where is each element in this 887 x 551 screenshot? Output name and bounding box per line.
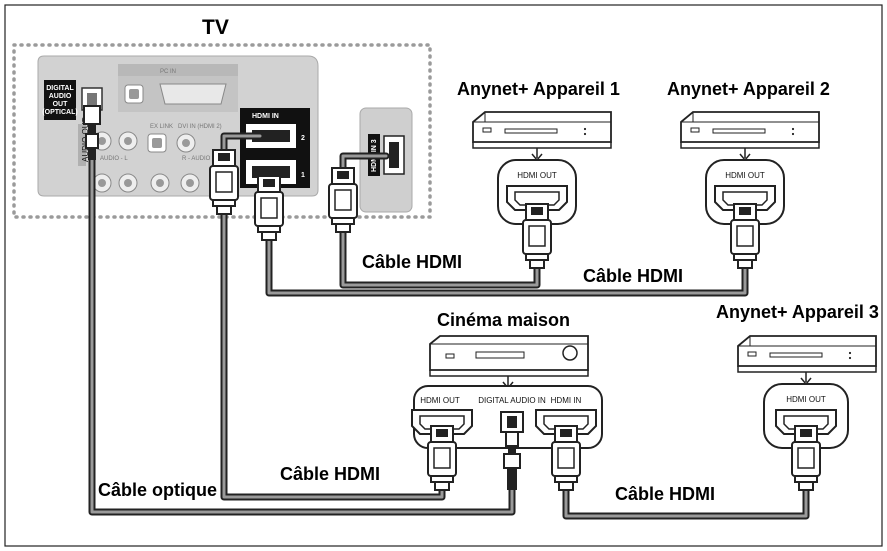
device-2-port-label: HDMI OUT <box>725 171 765 180</box>
ex-link-label: EX LINK <box>150 124 173 130</box>
audio-r-label: R - AUDIO <box>182 156 211 162</box>
ht-hdmi-out-label: HDMI OUT <box>420 396 460 405</box>
digital-audio-out-line2: AUDIO <box>49 93 72 100</box>
optical-out-label-box <box>44 80 76 120</box>
home-theater-label: Cinéma maison <box>437 310 570 330</box>
optical-plug-ht <box>503 431 521 490</box>
hdmi-plug-device-1 <box>522 203 552 269</box>
hdmi-plug-device-3 <box>791 425 821 491</box>
home-theater: Cinéma maison HDMI OUT DIGITAL AUDIO IN … <box>411 310 603 491</box>
hdmi-plug-ht-in <box>551 425 581 491</box>
optical-plug-tv <box>83 105 101 160</box>
cable-label-hdmi-2: Câble HDMI <box>583 266 683 286</box>
device-3: Anynet+ Appareil 3 HDMI OUT <box>716 302 879 491</box>
device-3-port-label: HDMI OUT <box>786 395 826 404</box>
pc-in-label: PC IN <box>160 69 176 75</box>
audio-l-label: AUDIO - L <box>100 156 128 162</box>
hdmi-port-2: 2 <box>301 135 305 142</box>
device-3-label: Anynet+ Appareil 3 <box>716 302 879 322</box>
cable-label-optical: Câble optique <box>98 480 217 500</box>
cables <box>88 132 810 520</box>
digital-audio-out-line1: DIGITAL <box>46 85 74 92</box>
digital-audio-out-line3: OUT <box>53 101 69 108</box>
dvi-in-label: DVI IN (HDMI 2) <box>178 124 222 130</box>
hdmi-plug-device-2 <box>730 203 760 269</box>
digital-audio-out-line4: (OPTICAL) <box>42 109 77 116</box>
cable-label-hdmi-4: Câble HDMI <box>615 484 715 504</box>
ht-digital-audio-in-label: DIGITAL AUDIO IN <box>478 396 546 405</box>
hdmi-port-1: 1 <box>301 172 305 179</box>
tv-back-panel: PC IN DIGITAL AUDIO OUT (OPTICAL) AUDIO … <box>37 55 413 213</box>
device-1-label: Anynet+ Appareil 1 <box>457 79 620 99</box>
device-1-port-label: HDMI OUT <box>517 171 557 180</box>
device-2-label: Anynet+ Appareil 2 <box>667 79 830 99</box>
device-2: Anynet+ Appareil 2 HDMI OUT <box>667 79 830 269</box>
tv-label: TV <box>202 16 229 39</box>
device-1: Anynet+ Appareil 1 HDMI OUT <box>457 79 620 269</box>
hdmi-plug-tv-3 <box>328 167 358 233</box>
hdmi-plug-tv-1 <box>254 175 284 241</box>
cable-label-hdmi-3: Câble HDMI <box>280 464 380 484</box>
cable-label-hdmi-1: Câble HDMI <box>362 252 462 272</box>
ht-hdmi-in-label: HDMI IN <box>551 396 582 405</box>
hdmi-plug-tv-2 <box>209 149 239 215</box>
hdmi-in-label: HDMI IN <box>252 113 279 120</box>
hdmi-plug-ht-out <box>427 425 457 491</box>
